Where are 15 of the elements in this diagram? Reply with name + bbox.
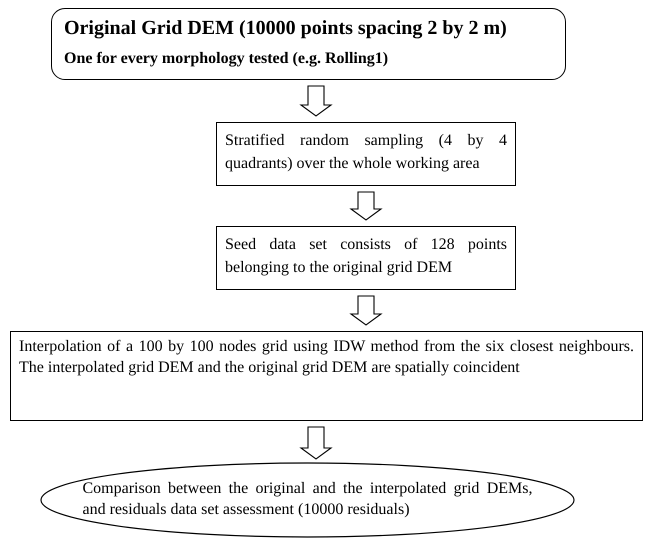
process-box (10, 331, 643, 421)
block-arrow (299, 426, 333, 460)
box-text: Stratified random sampling (4 by 4 quadrants) over the whole working area (225, 131, 507, 174)
box-subheading: One for every morphology tested (e.g. Rolling1) (64, 50, 390, 68)
rounded-box (51, 8, 566, 80)
block-arrow (349, 295, 383, 326)
box-text: Interpolation of a 100 by 100 nodes grid using IDW method from the six closest neighbours. The interpolated grid DEM and the original grid DEM are spatially coincident (19, 337, 634, 378)
box-text: Seed data set consists of 128 points belonging to the original grid DEM (225, 235, 507, 278)
ellipse-text: Comparison between the original and the interpolated grid DEMs, and residuals data set assessment (10000 residuals) (82, 479, 532, 520)
ellipse-node (40, 462, 575, 538)
process-box (216, 226, 516, 290)
box-heading: Original Grid DEM (10000 points spacing 2 by 2 m) (64, 17, 508, 40)
block-arrow (299, 85, 333, 117)
process-box (216, 122, 516, 186)
block-arrow (349, 191, 383, 221)
